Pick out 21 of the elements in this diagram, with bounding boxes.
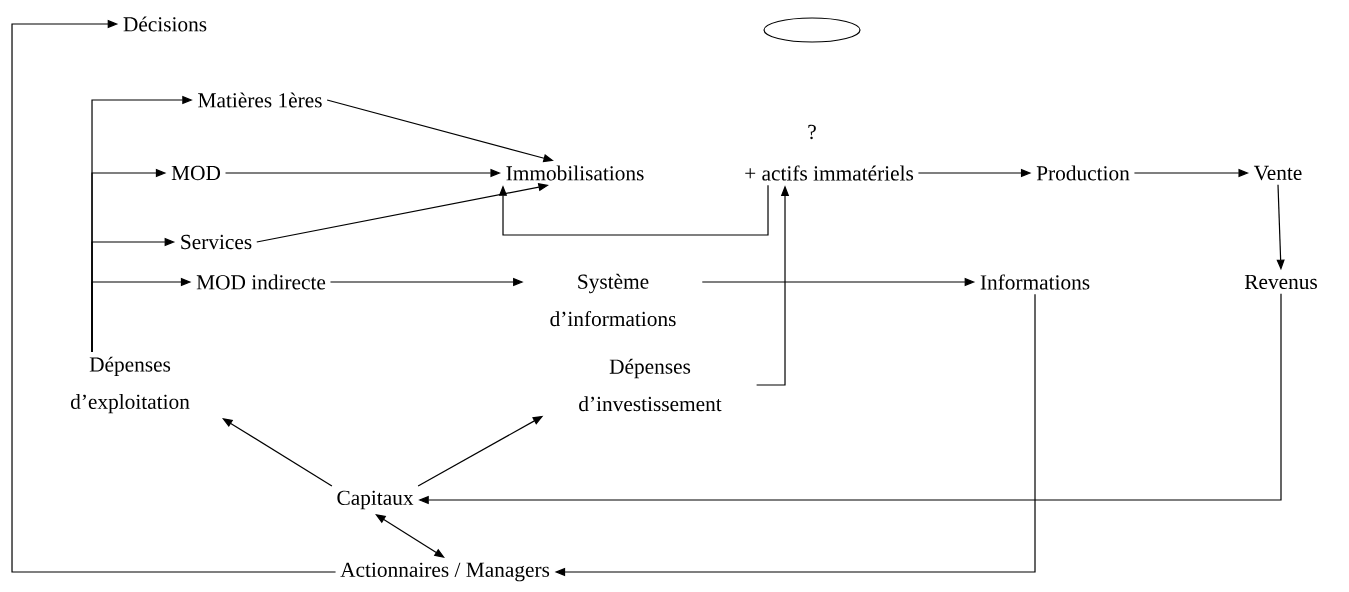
node-label: Actionnaires / Managers	[340, 562, 550, 582]
question-mark: ?	[808, 124, 816, 140]
node-label: Vente	[1253, 165, 1302, 181]
arrow	[498, 184, 769, 236]
node-label: MOD indirecte	[196, 274, 326, 290]
node-label: Système d’informations	[550, 273, 676, 327]
node-label: Dépenses d’investissement	[579, 358, 722, 412]
node-label: + actifs immatériels	[745, 165, 914, 181]
node-label: Dépenses d’exploitation	[70, 356, 190, 414]
node-label: Services	[181, 234, 252, 250]
arrow	[11, 19, 337, 573]
node-label: Matières 1ères	[198, 92, 322, 108]
arrow	[222, 418, 333, 487]
node-label: Capitaux	[337, 490, 414, 510]
node-label: Revenus	[1244, 274, 1317, 290]
node-label: Décisions	[123, 16, 207, 32]
node-label: Informations	[980, 274, 1090, 290]
ellipse	[763, 17, 861, 43]
node-label: MOD	[171, 165, 221, 181]
node-label: Immobilisations	[506, 165, 644, 181]
node-label: Production	[1036, 165, 1130, 181]
